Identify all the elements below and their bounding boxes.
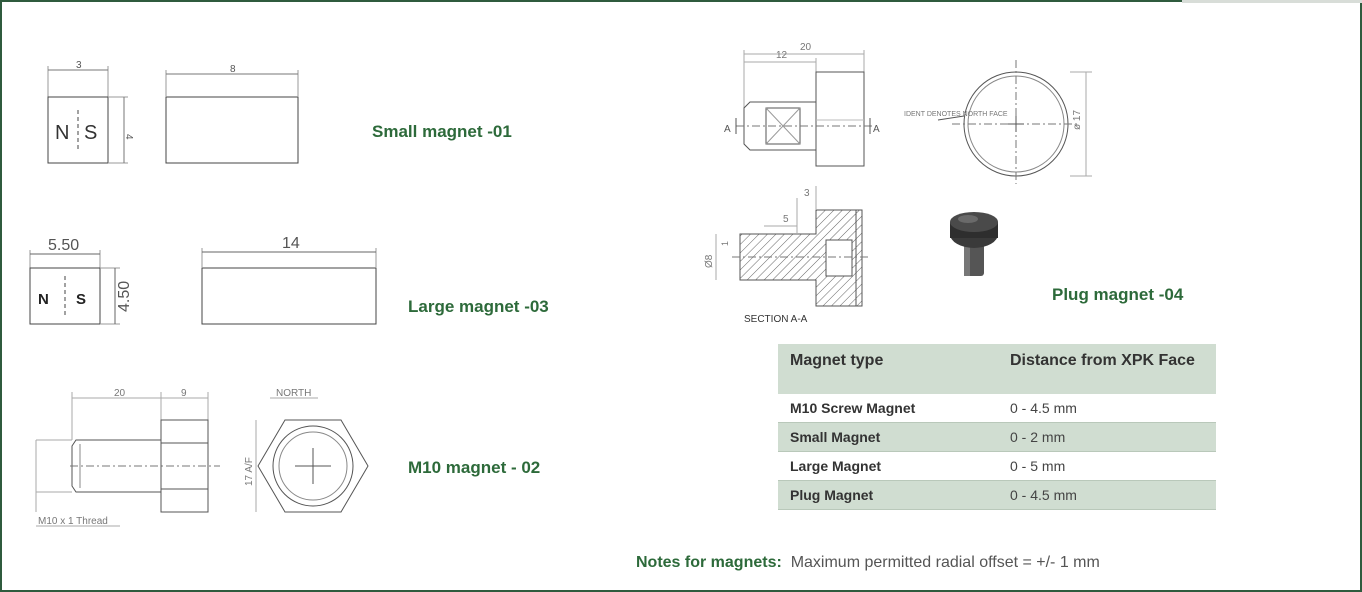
m10-magnet-drawing — [35, 392, 369, 527]
large-magnet-drawing — [29, 248, 377, 325]
table-cell-type: Plug Magnet — [778, 480, 998, 510]
table-cell-type: M10 Screw Magnet — [778, 394, 998, 423]
small-pole-s: S — [84, 122, 97, 144]
table-cell-distance: 0 - 4.5 mm — [998, 394, 1216, 423]
small-pole-n: N — [55, 122, 69, 144]
large-dim-width: 5.50 — [48, 237, 79, 254]
small-dim-length: 8 — [230, 64, 236, 75]
plug-magnet-label: Plug magnet -04 — [1052, 285, 1184, 304]
section-dim-3: 3 — [804, 188, 810, 199]
table-header-type: Magnet type — [778, 344, 998, 394]
small-dim-height: 4 — [123, 134, 134, 140]
m10-north-label: NORTH — [276, 388, 311, 399]
large-pole-s: S — [76, 291, 86, 308]
m10-af-label: 17 A/F — [244, 457, 255, 486]
table-row: Large Magnet 0 - 5 mm — [778, 451, 1216, 481]
table-header-distance: Distance from XPK Face — [998, 344, 1216, 394]
m10-magnet-label: M10 magnet - 02 — [408, 458, 541, 477]
m10-dim-head: 9 — [181, 388, 187, 399]
plug-magnet-image — [950, 212, 998, 276]
large-dim-length: 14 — [282, 235, 300, 252]
small-dim-width: 3 — [76, 60, 82, 71]
table-cell-distance: 0 - 2 mm — [998, 422, 1216, 452]
table-row: Plug Magnet 0 - 4.5 mm — [778, 480, 1216, 510]
plug-dim-shaft: 12 — [776, 50, 788, 61]
plug-side-drawing — [735, 50, 874, 167]
notes-line: Notes for magnets: Maximum permitted rad… — [636, 554, 1100, 572]
table-cell-distance: 0 - 5 mm — [998, 451, 1216, 481]
notes-text: Maximum permitted radial offset = +/- 1 … — [790, 554, 1100, 571]
plug-dim-total: 20 — [800, 42, 812, 53]
plug-section-left: A — [724, 124, 731, 135]
m10-dim-shaft: 20 — [114, 388, 126, 399]
large-dim-height: 4.50 — [116, 281, 133, 312]
plug-section-right: A — [873, 124, 880, 135]
table-row: M10 Screw Magnet 0 - 4.5 mm — [778, 394, 1216, 423]
large-magnet-label: Large magnet -03 — [408, 297, 549, 316]
section-label: SECTION A-A — [744, 314, 808, 325]
section-dim-5: 5 — [783, 214, 789, 225]
notes-title: Notes for magnets: — [636, 554, 782, 571]
plug-dia-label: ø 17 — [1072, 110, 1083, 130]
plug-ident-label: IDENT DENOTES NORTH FACE — [904, 111, 1008, 118]
m10-thread-label: M10 x 1 Thread — [38, 516, 108, 527]
table-cell-type: Large Magnet — [778, 451, 998, 481]
top-strip — [1182, 0, 1362, 3]
small-magnet-label: Small magnet -01 — [372, 122, 512, 141]
magnet-distance-table: Magnet type Distance from XPK Face M10 S… — [778, 344, 1216, 510]
section-dim-dia: Ø8 — [704, 254, 715, 268]
plug-section-drawing — [715, 186, 870, 307]
large-pole-n: N — [38, 291, 49, 308]
small-magnet-drawing — [47, 66, 299, 164]
table-row: Small Magnet 0 - 2 mm — [778, 422, 1216, 452]
plug-front-drawing — [937, 60, 1092, 184]
table-cell-distance: 0 - 4.5 mm — [998, 480, 1216, 510]
section-dim-1: 1 — [720, 241, 730, 246]
table-cell-type: Small Magnet — [778, 422, 998, 452]
